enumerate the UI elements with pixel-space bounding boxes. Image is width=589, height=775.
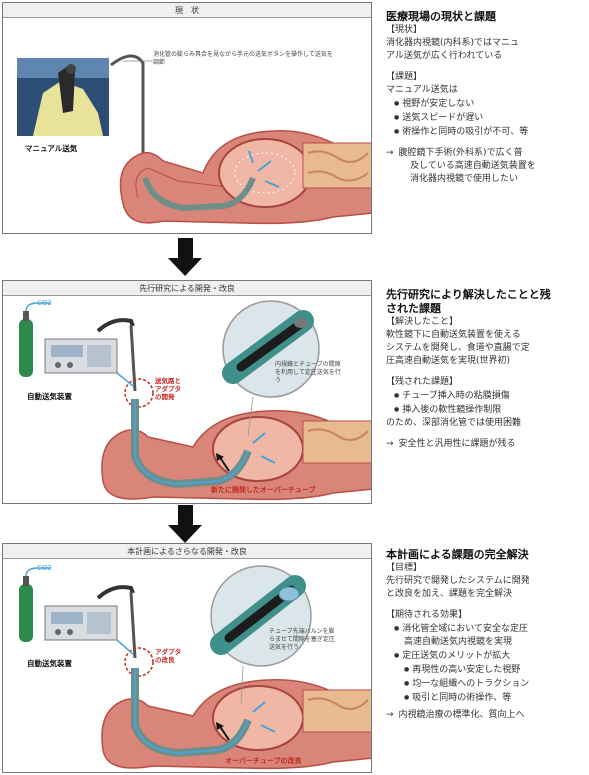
sub-bullet-item: 均一な組織へのトラクション	[386, 677, 587, 691]
panel-prior-research: 先行研究による開発・改良 CO2	[2, 280, 372, 504]
text-line: 消化器内視鏡(内科系)ではマニュ	[386, 37, 587, 50]
stomach-inflated	[219, 139, 311, 207]
inset-note: 内視鏡とチューブの間隙を利用して定圧送気を行う	[275, 361, 343, 385]
bullet-item: 定圧送気のメリットが拡大	[386, 649, 587, 663]
panel-this-plan: 本計画によるさらなる開発・改良 CO2 自動送気装置 アダプタ の改良 チューブ…	[2, 543, 372, 773]
conclusion-line: 腹腔鏡下手術(外科系)で広く普	[386, 147, 587, 160]
stomach-inflated	[213, 686, 303, 750]
text-line: 軟性鏡下に自動送気装置を使える	[386, 329, 587, 342]
text-line: マニュアル送気は	[386, 84, 587, 97]
text-line: 【目標】	[386, 562, 587, 575]
conclusion-line: 内視鏡治療の標準化、質向上へ	[386, 709, 587, 722]
bullet-item: 術操作と同時の吸引が不可、等	[386, 125, 587, 139]
adapter-label: 送気路と アダプタ の開発	[155, 377, 181, 401]
co2-cylinder	[19, 584, 33, 642]
overtube-label: オーバーチューブの改良	[225, 756, 302, 766]
section-title: された課題	[386, 302, 587, 316]
auto-insufflator-label: 自動送気装置	[27, 391, 72, 402]
conclusion-line: 消化器内視鏡で使用したい	[386, 173, 587, 186]
text-line: 【課題】	[386, 71, 587, 84]
bullet-item: チューブ挿入時の粘膜損傷	[386, 389, 587, 403]
text-line: アル送気が広く行われている	[386, 50, 587, 63]
text-line: と改良を加え、課題を完全解決	[386, 588, 587, 601]
endoscope-head	[98, 320, 133, 331]
section-prior-research: 先行研究により解決したことと残 された課題 【解決したこと】 軟性鏡下に自動送気…	[386, 288, 587, 451]
text-line: のため、深部消化管では使用困難	[386, 417, 587, 430]
text-line: 圧高速自動送気を実現(世界初)	[386, 355, 587, 368]
co2-label: CO2	[37, 564, 52, 572]
section-current-issues: 医療現場の現状と課題 【現状】 消化器内視鏡(内科系)ではマニュ アル送気が広く…	[386, 10, 587, 186]
section-title: 本計画による課題の完全解決	[386, 548, 587, 562]
co2-cylinder	[19, 319, 33, 377]
bullet-continuation: 高速自動送気内視鏡を実現	[386, 636, 587, 649]
tip-balloon	[279, 587, 299, 601]
endoscope-head	[98, 587, 133, 598]
scope-cable	[111, 56, 143, 153]
stomach-inflated	[213, 417, 303, 481]
sub-bullet-item: 吸引と同時の術操作、等	[386, 691, 587, 705]
overtube-label: 新たに開発したオーバーチューブ	[211, 485, 316, 495]
adapter-label: アダプタ の改良	[155, 648, 181, 664]
text-line: 先行研究で開発したシステムに開発	[386, 575, 587, 588]
flow-arrow-down	[168, 238, 203, 278]
section-title: 先行研究により解決したことと残	[386, 288, 587, 302]
inset-note: チューブ先端バルンを膨らませて間隙を塞ぎ定圧送気を行う	[269, 628, 339, 652]
section-this-plan: 本計画による課題の完全解決 【目標】 先行研究で開発したシステムに開発 と改良を…	[386, 548, 587, 722]
text-line: 【解決したこと】	[386, 316, 587, 329]
text-line: 【現状】	[386, 24, 587, 37]
manual-air-label: マニュアル送気	[25, 143, 77, 154]
text-line: 【残された課題】	[386, 376, 587, 389]
bullet-item: 視野が安定しない	[386, 97, 587, 111]
bullet-item: 送気スピードが遅い	[386, 111, 587, 125]
flow-arrow-down	[168, 505, 203, 545]
callout-note: 消化管の膨らみ具合を見ながら手元の送気ボタンを操作して送気を調節	[153, 51, 333, 67]
sub-bullet-item: 再現性の高い安定した視野	[386, 663, 587, 677]
bullet-item: 消化管全域において安全な定圧	[386, 622, 587, 636]
bullet-item: 挿入後の軟性鏡操作制限	[386, 403, 587, 417]
conclusion-line: 安全性と汎用性に課題が残る	[386, 438, 587, 451]
current-state-illustration	[3, 3, 372, 234]
section-title: 医療現場の現状と課題	[386, 10, 587, 24]
co2-label: CO2	[37, 299, 52, 307]
text-line: 【期待される効果】	[386, 609, 587, 622]
text-line: システムを開発し、食道や直腸で定	[386, 342, 587, 355]
intestine	[303, 143, 372, 188]
auto-insufflator-label: 自動送気装置	[27, 658, 72, 669]
conclusion-line: 及している高速自動送気装置を	[386, 160, 587, 173]
panel-current-state: 現 状 消化管の膨らみ具合を見ながら手元の送気ボタンを操作して送気を調節 マニュ…	[2, 2, 372, 234]
